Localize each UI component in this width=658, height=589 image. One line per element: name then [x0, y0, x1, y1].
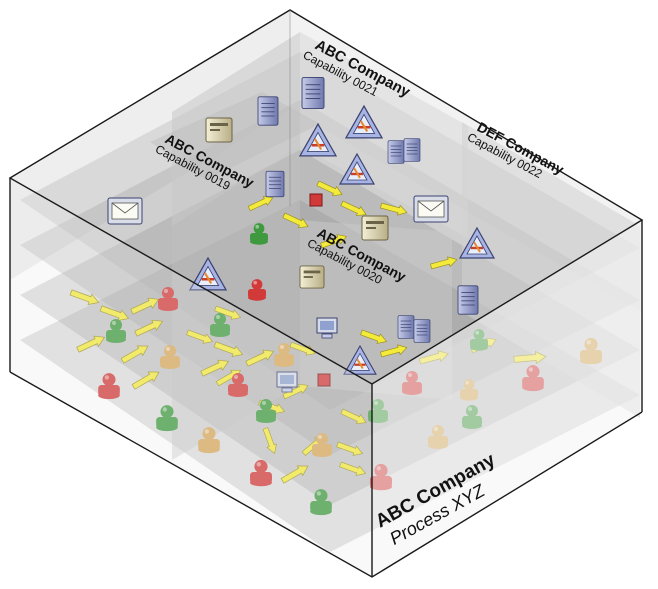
tower-icon	[205, 117, 233, 143]
server-icon	[413, 319, 431, 343]
box-bottom-edge	[9, 371, 643, 578]
server-icon	[265, 170, 285, 198]
box-outline	[8, 9, 644, 578]
cell-0021-left	[172, 32, 300, 226]
connector-icon	[309, 193, 323, 207]
server-icon	[457, 285, 479, 315]
box-front-left-face	[10, 178, 372, 577]
tower-icon	[299, 265, 325, 289]
server-icon	[397, 315, 415, 339]
cell-0021-right	[300, 32, 468, 238]
server-icon	[403, 138, 421, 162]
envelope-icon	[107, 197, 143, 225]
cell-0020-left	[172, 146, 300, 460]
box-back-left-face	[10, 10, 290, 280]
connector-icon	[317, 373, 331, 387]
server-icon	[387, 140, 405, 164]
server-icon	[301, 76, 325, 110]
server-icon	[257, 96, 279, 126]
envelope-icon	[413, 195, 449, 223]
box-front-faces	[10, 178, 642, 577]
system-icons	[107, 76, 496, 393]
cell-0020-front	[300, 220, 452, 400]
box-front-right-face	[372, 220, 642, 577]
tower-icon	[361, 215, 389, 241]
